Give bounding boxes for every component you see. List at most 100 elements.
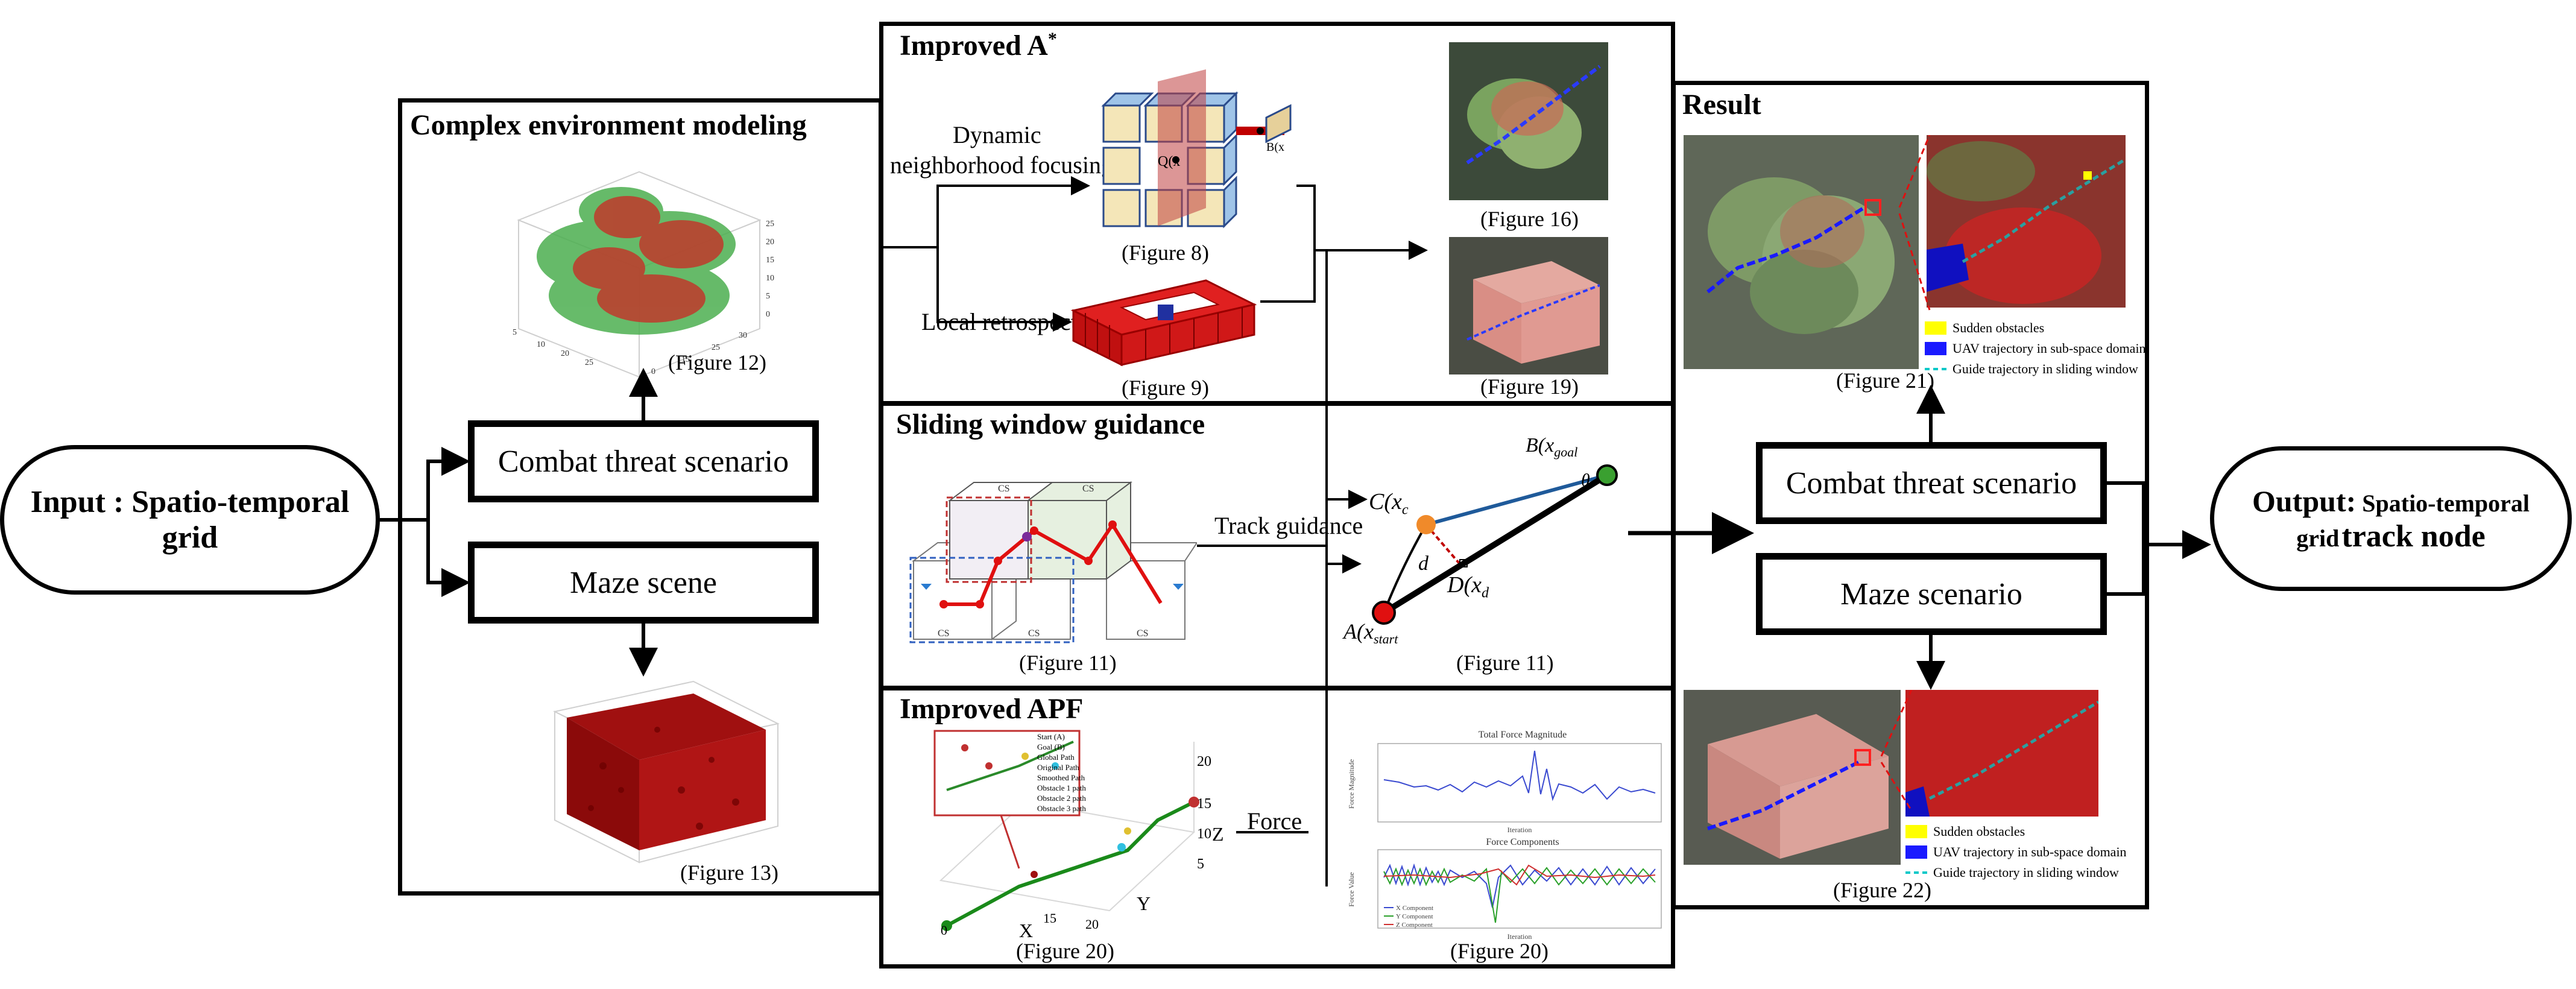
- force-bottom-ylabel: Force Value: [1347, 872, 1356, 906]
- apf-legend-0: Start (A): [1037, 732, 1065, 741]
- apf-legend-6: Obstacle 2 path: [1037, 794, 1086, 803]
- result-combat-node: Combat threat scenario: [1756, 442, 2107, 524]
- apf-legend-4: Smoothed Path: [1037, 773, 1085, 782]
- astar-panel-title: Improved A*: [900, 29, 1057, 62]
- output-line1: Spatio-temporal: [2362, 489, 2530, 517]
- track-guidance-label: Track guidance: [1214, 512, 1363, 539]
- svg-text:15: 15: [766, 256, 774, 265]
- apf-legend-3: Original Path: [1037, 763, 1079, 772]
- svg-text:CS: CS: [998, 484, 1010, 494]
- force-bottom-xlabel: Iteration: [1507, 932, 1532, 941]
- apf-legend-7: Obstacle 3 path: [1037, 804, 1086, 813]
- svg-text:CS: CS: [1082, 484, 1094, 494]
- output-line2a: grid: [2296, 524, 2340, 552]
- svg-text:10: 10: [766, 274, 774, 283]
- figure-21-legend: Sudden obstacles UAV trajectory in sub-s…: [1925, 318, 2146, 379]
- svg-text:5: 5: [513, 328, 517, 337]
- total-force-series: [1383, 750, 1656, 801]
- figure-11-geometry-caption: (Figure 11): [1456, 651, 1554, 675]
- force-bottom-title: Force Components: [1486, 837, 1559, 847]
- figure-21-image-overview: [1684, 135, 1919, 369]
- point-c-label: C(xc: [1369, 489, 1409, 518]
- figure-11-window-image: CS CS CS CS CS: [909, 481, 1197, 643]
- figure-22-image-overview: [1684, 690, 1901, 865]
- dynamic-focus-label-1: Dynamic: [953, 121, 1041, 148]
- svg-text:20: 20: [766, 238, 774, 247]
- apf-axis-x: X: [1019, 920, 1034, 941]
- figure-12-caption: (Figure 12): [668, 350, 766, 374]
- force-top-ylabel: Force Magnitude: [1347, 759, 1356, 809]
- figure-22-caption: (Figure 22): [1833, 878, 1931, 902]
- apf-legend-1: Goal (B): [1037, 742, 1065, 751]
- output-prefix: Output:: [2252, 484, 2357, 518]
- input-line2: grid: [162, 520, 218, 555]
- figure-19-caption: (Figure 19): [1480, 374, 1579, 399]
- force-top-title: Total Force Magnitude: [1479, 730, 1567, 740]
- figure-21-image-detail: [1927, 135, 2126, 308]
- figure-8-caption: (Figure 8): [1122, 241, 1209, 265]
- force-label: Force: [1247, 807, 1302, 835]
- svg-text:CS: CS: [1028, 628, 1040, 639]
- result-panel-title: Result: [1682, 89, 1761, 121]
- svg-text:20: 20: [1085, 917, 1099, 932]
- input-node: Input : Spatio-temporal grid: [0, 445, 380, 595]
- svg-text:5: 5: [766, 292, 770, 301]
- svg-text:15: 15: [1043, 911, 1056, 926]
- figure-20-force-chart: Total Force Magnitude Iteration Force Ma…: [1347, 730, 1662, 941]
- force-legend-z: Z Component: [1396, 921, 1433, 929]
- figure-9-image: [1070, 279, 1257, 367]
- figure-20-path-caption: (Figure 20): [1016, 939, 1114, 963]
- apf-legend-5: Obstacle 1 path: [1037, 783, 1086, 792]
- figure-19-image: [1449, 237, 1608, 374]
- figure-13-caption: (Figure 13): [680, 861, 778, 885]
- svg-text:25: 25: [585, 358, 593, 367]
- force-x-series: [1383, 863, 1656, 908]
- fig21-legend-guide: Guide trajectory in sliding window: [1953, 361, 2138, 376]
- figure-13-image: [553, 680, 780, 864]
- sliding-panel-title: Sliding window guidance: [896, 408, 1205, 440]
- point-a-label: A(xstart: [1343, 619, 1398, 647]
- combat-threat-node: Combat threat scenario: [468, 420, 819, 502]
- svg-text:0: 0: [941, 923, 947, 938]
- svg-text:CS: CS: [1137, 628, 1149, 639]
- apf-legend-2: Global Path: [1037, 753, 1075, 762]
- apf-axis-y: Y: [1137, 893, 1151, 914]
- point-b-label: B(xgoal: [1526, 434, 1578, 460]
- svg-text:15: 15: [681, 355, 690, 364]
- svg-text:0: 0: [766, 310, 770, 319]
- environment-panel-title: Complex environment modeling: [410, 109, 807, 141]
- svg-text:10: 10: [1197, 826, 1211, 842]
- svg-text:25: 25: [766, 220, 774, 229]
- figure-11-geometry-image: [1372, 464, 1618, 625]
- output-line2b: track node: [2341, 519, 2486, 554]
- svg-text:25: 25: [712, 343, 720, 352]
- distance-d-label: d: [1418, 552, 1428, 575]
- input-line1: Input : Spatio-temporal: [30, 485, 350, 519]
- svg-text:20: 20: [1197, 754, 1211, 769]
- force-z-series: [1383, 864, 1656, 886]
- point-d-label: D(xd: [1447, 572, 1489, 601]
- figure-16-image: [1449, 42, 1608, 200]
- svg-text:20: 20: [561, 349, 569, 358]
- fig22-legend-obstacles: Sudden obstacles: [1933, 824, 2025, 839]
- svg-text:10: 10: [537, 340, 545, 349]
- figure-8-image: Q(x B(x: [1101, 69, 1292, 229]
- svg-text:CS: CS: [938, 628, 950, 639]
- svg-text:5: 5: [1197, 856, 1204, 872]
- figure-22-zoom-lines: [1880, 690, 1913, 810]
- output-node: Output:Spatio-temporal grid track node: [2210, 446, 2572, 591]
- result-maze-node: Maze scenario: [1756, 553, 2107, 635]
- svg-text:30: 30: [739, 331, 747, 340]
- figure-21-zoom-lines: [1898, 135, 1931, 311]
- force-legend-y: Y Component: [1396, 913, 1433, 920]
- force-y-series: [1383, 867, 1656, 923]
- figure-22-image-detail: [1905, 690, 2098, 817]
- fig22-legend-uav: UAV trajectory in sub-space domain: [1933, 844, 2127, 859]
- force-legend-x: X Component: [1396, 905, 1433, 912]
- force-top-xlabel: Iteration: [1507, 826, 1532, 834]
- maze-scene-node: Maze scene: [468, 542, 819, 624]
- apf-panel-title: Improved APF: [900, 693, 1084, 725]
- svg-text:B(x: B(x: [1266, 141, 1284, 154]
